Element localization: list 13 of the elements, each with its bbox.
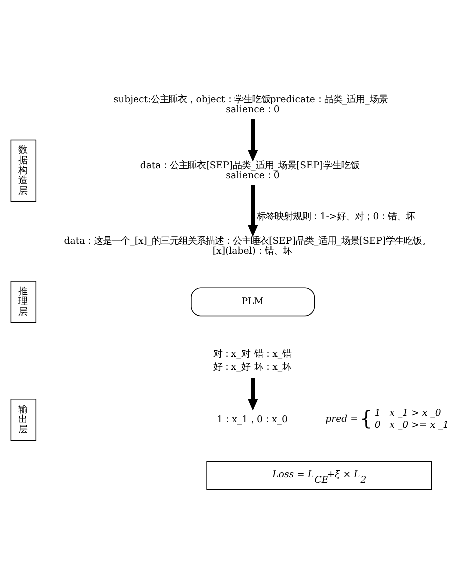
node-box: 数据构造层 [10,139,37,202]
node-box: 输出层 [10,398,37,441]
node-box: 推理层 [10,280,37,323]
arrow [248,378,258,410]
node-box: PLM [191,287,316,316]
node-text: data：这是一个_[x]_的三元组关系描述：公主睡衣[SEP]品类_适用_场景[SEP]学生吃饭。 [x](label)：错、坏 [64,235,432,256]
node-text: data：公主睡衣[SEP]品类_适用_场景[SEP]学生吃饭 salience：0 [140,160,360,182]
arrow [248,184,258,237]
node-text: 1：x_1，0：x_0 [217,414,288,425]
edge-label: 标签映射规则：1->好、对；0：错、坏 [257,211,416,222]
node-text: subject:公主睡衣，object：学生吃饭predicate：品类_适用_场景 salience：0 [114,94,388,116]
arrow [248,118,258,162]
node-text: 对：x_对 错：x_错 好：x_好 坏：x_坏 [213,348,292,373]
